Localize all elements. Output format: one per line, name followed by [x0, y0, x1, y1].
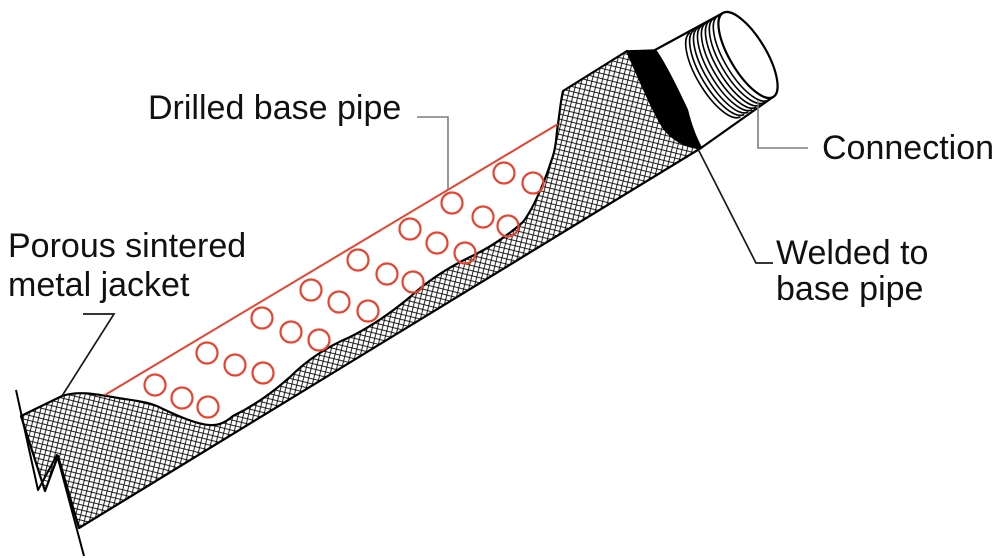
- drill-hole: [492, 161, 516, 185]
- drill-hole: [327, 290, 351, 314]
- drill-hole: [356, 299, 380, 323]
- drill-hole: [425, 231, 449, 255]
- thread-line: [684, 31, 741, 119]
- drill-hole: [398, 217, 422, 241]
- drill-hole: [471, 205, 495, 229]
- connection-threads: [684, 15, 769, 119]
- connection-end-face: [717, 10, 779, 100]
- drill-hole: [143, 373, 167, 397]
- label-welded-line2: base pipe: [776, 270, 923, 308]
- drill-hole: [453, 241, 477, 265]
- label-drilled-base-pipe: Drilled base pipe: [148, 89, 401, 127]
- thread-line: [704, 20, 761, 107]
- thread-line: [712, 15, 769, 102]
- drill-hole: [251, 361, 275, 385]
- drill-hole: [196, 395, 220, 419]
- thread-line: [708, 17, 765, 105]
- welded-leader: [697, 148, 773, 264]
- drill-hole: [250, 306, 274, 330]
- weld-band: [625, 49, 703, 149]
- label-connection: Connection: [822, 129, 994, 167]
- drill-hole: [521, 171, 545, 195]
- drill-hole: [375, 262, 399, 286]
- drill-hole: [223, 353, 247, 377]
- drill-hole: [401, 270, 425, 294]
- label-welded-line1: Welded to: [776, 234, 928, 272]
- drill-hole: [279, 320, 303, 344]
- porous-jacket-leader: [61, 313, 116, 397]
- thread-line: [692, 27, 749, 114]
- label-porous-jacket-line2: metal jacket: [8, 266, 190, 304]
- drill-hole: [307, 328, 331, 352]
- drill-hole: [440, 191, 464, 215]
- drill-hole: [299, 278, 323, 302]
- thread-line: [696, 24, 753, 112]
- drill-hole: [346, 248, 370, 272]
- connection-leader: [757, 100, 808, 149]
- drill-hole: [195, 341, 219, 365]
- label-porous-jacket-line1: Porous sintered: [8, 227, 246, 265]
- drilled-holes: [143, 161, 545, 419]
- thread-line: [700, 22, 757, 110]
- drill-hole: [496, 214, 520, 238]
- drilled-base-pipe-leader: [417, 116, 449, 190]
- drill-hole: [170, 386, 194, 410]
- pipe-break-line: [15, 389, 85, 557]
- base-pipe-top-edge: [104, 123, 559, 396]
- thread-line: [688, 29, 745, 117]
